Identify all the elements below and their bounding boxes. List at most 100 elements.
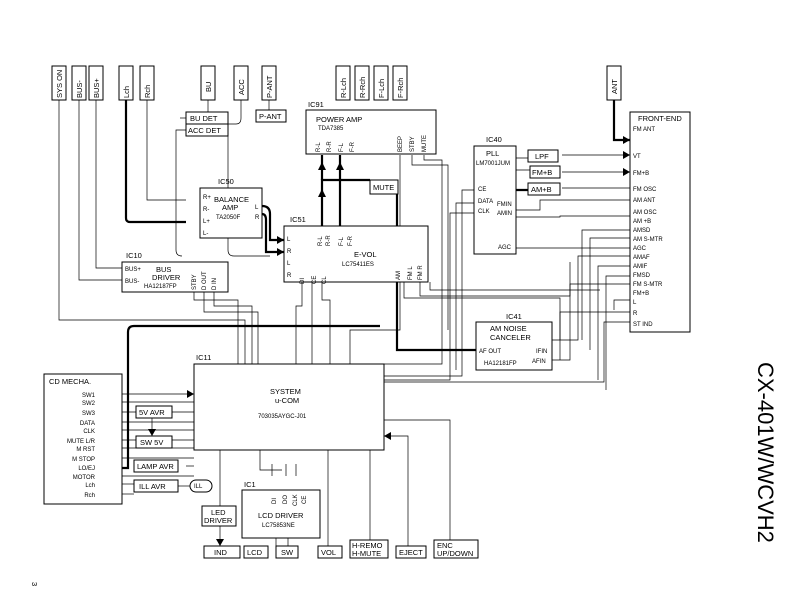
svg-text:AM ANT: AM ANT [633,198,656,204]
svg-text:L-: L- [203,231,208,237]
svg-text:P-ANT: P-ANT [259,112,282,121]
svg-text:AM: AM [396,271,402,280]
svg-text:ILL: ILL [194,484,203,490]
mute-block: MUTE [369,179,399,195]
svg-text:AGC: AGC [498,245,512,251]
svg-text:BALANCE: BALANCE [214,195,249,204]
svg-text:P-ANT: P-ANT [265,75,274,98]
svg-text:SW: SW [281,548,294,557]
terminal-r-rch: R-Rch [354,65,370,101]
terminal-vol: VOL [317,545,343,559]
svg-text:TA2050F: TA2050F [216,215,241,221]
svg-text:LAMP AVR: LAMP AVR [137,462,174,471]
bu-det-block: BU DET ACC DET [185,111,229,137]
svg-text:CL: CL [322,276,328,284]
svg-text:AMIN: AMIN [497,211,512,217]
svg-text:AMSD: AMSD [633,228,651,234]
svg-text:SYSTEM: SYSTEM [270,387,301,396]
svg-text:DO: DO [283,495,289,504]
terminal-bus-minus: BUS- [71,65,87,101]
svg-text:F-Rch: F-Rch [396,78,405,98]
front-end: FRONT-END FM ANT VT FM+B FM OSC AM ANT A… [629,111,691,333]
svg-text:ACC: ACC [237,79,246,95]
terminal-sw: SW [275,545,299,559]
sw-5v-block: SW 5V [135,435,173,449]
svg-text:MUTE: MUTE [373,183,394,192]
svg-text:H-REMO: H-REMO [352,541,383,550]
svg-text:CLK: CLK [293,494,299,506]
svg-text:BUS+: BUS+ [125,267,141,273]
svg-text:IC40: IC40 [486,135,502,144]
svg-text:L: L [287,237,291,243]
ill-lamp: ILL [189,479,213,493]
svg-text:AMAF: AMAF [633,255,650,261]
svg-text:VOL: VOL [321,548,336,557]
svg-text:PLL: PLL [486,149,499,158]
terminal-bus-plus: BUS+ [88,65,104,101]
svg-text:TDA7385: TDA7385 [318,126,344,132]
svg-text:CE: CE [312,276,318,284]
svg-text:R-Lch: R-Lch [339,78,348,98]
svg-text:BU DET: BU DET [190,114,218,123]
svg-text:FM R: FM R [418,265,424,280]
terminal-lcd: LCD [243,545,269,559]
svg-text:M RST: M RST [76,447,95,453]
svg-text:ANT: ANT [610,79,619,94]
terminal-ind: IND [203,545,241,559]
svg-text:IC51: IC51 [290,215,306,224]
svg-text:703035AYGC-J01: 703035AYGC-J01 [258,414,307,420]
svg-text:AMIF: AMIF [633,264,648,270]
terminal-eject: EJECT [395,545,427,559]
svg-text:F-L: F-L [339,142,345,152]
svg-text:BUS-: BUS- [75,80,84,98]
terminal-rch: Rch [139,65,155,101]
svg-text:F-Lch: F-Lch [377,79,386,98]
svg-text:R-Rch: R-Rch [358,77,367,98]
svg-text:L+: L+ [203,219,210,225]
svg-text:IC91: IC91 [308,100,324,109]
svg-text:E-VOL: E-VOL [354,250,377,259]
terminal-ant: ANT [606,65,622,101]
svg-text:LM7001JUM: LM7001JUM [476,161,510,167]
svg-text:R: R [633,311,638,317]
svg-text:EJECT: EJECT [399,548,423,557]
model-title: CX-401W/WCVH2 [753,362,778,543]
terminal-lch: Lch [118,65,134,101]
svg-text:L: L [255,205,259,211]
svg-text:BU: BU [204,82,213,92]
svg-text:CD MECHA.: CD MECHA. [49,377,91,386]
svg-text:LED: LED [211,508,226,517]
svg-text:DI: DI [300,278,306,284]
svg-text:F-R: F-R [348,235,354,246]
svg-text:STBY: STBY [410,136,416,152]
svg-text:Lch: Lch [122,86,131,98]
svg-text:BUS: BUS [156,265,171,274]
ic1-lcd-driver: IC1 DI DO CLK CE LCD DRIVER LC75853NE [241,480,321,539]
ic50-balance-amp: IC50 BALANCE AMP TA2050F R+ R- L+ L- L R [199,177,263,239]
svg-text:LC75853NE: LC75853NE [262,523,295,529]
svg-text:SW 5V: SW 5V [140,438,163,447]
svg-text:D OUT: D OUT [202,271,208,290]
svg-text:u-COM: u-COM [275,396,299,405]
svg-text:FM S-MTR: FM S-MTR [633,282,663,288]
svg-text:R-R: R-R [326,235,332,246]
svg-text:AM +B: AM +B [633,219,651,225]
svg-text:MUTE L/R: MUTE L/R [67,439,96,445]
svg-text:FMSD: FMSD [633,273,651,279]
avr-5v-block: 5V AVR [135,405,173,419]
terminal-sys-on: SYS ON [51,65,67,101]
lpf-block: LPF [527,149,559,163]
svg-text:FM ANT: FM ANT [633,127,655,133]
svg-text:DI: DI [272,498,278,504]
svg-text:AF OUT: AF OUT [479,349,501,355]
svg-text:BUS-: BUS- [125,279,139,285]
svg-text:L: L [633,300,637,306]
svg-text:R: R [287,273,292,279]
svg-text:R-L: R-L [316,142,322,152]
svg-text:CLK: CLK [83,429,95,435]
svg-text:CANCELER: CANCELER [490,333,531,342]
svg-text:FMIN: FMIN [497,202,512,208]
svg-text:R: R [255,215,260,221]
am-b-block: AM+B [527,182,561,196]
lamp-avr-block: LAMP AVR [133,459,179,473]
